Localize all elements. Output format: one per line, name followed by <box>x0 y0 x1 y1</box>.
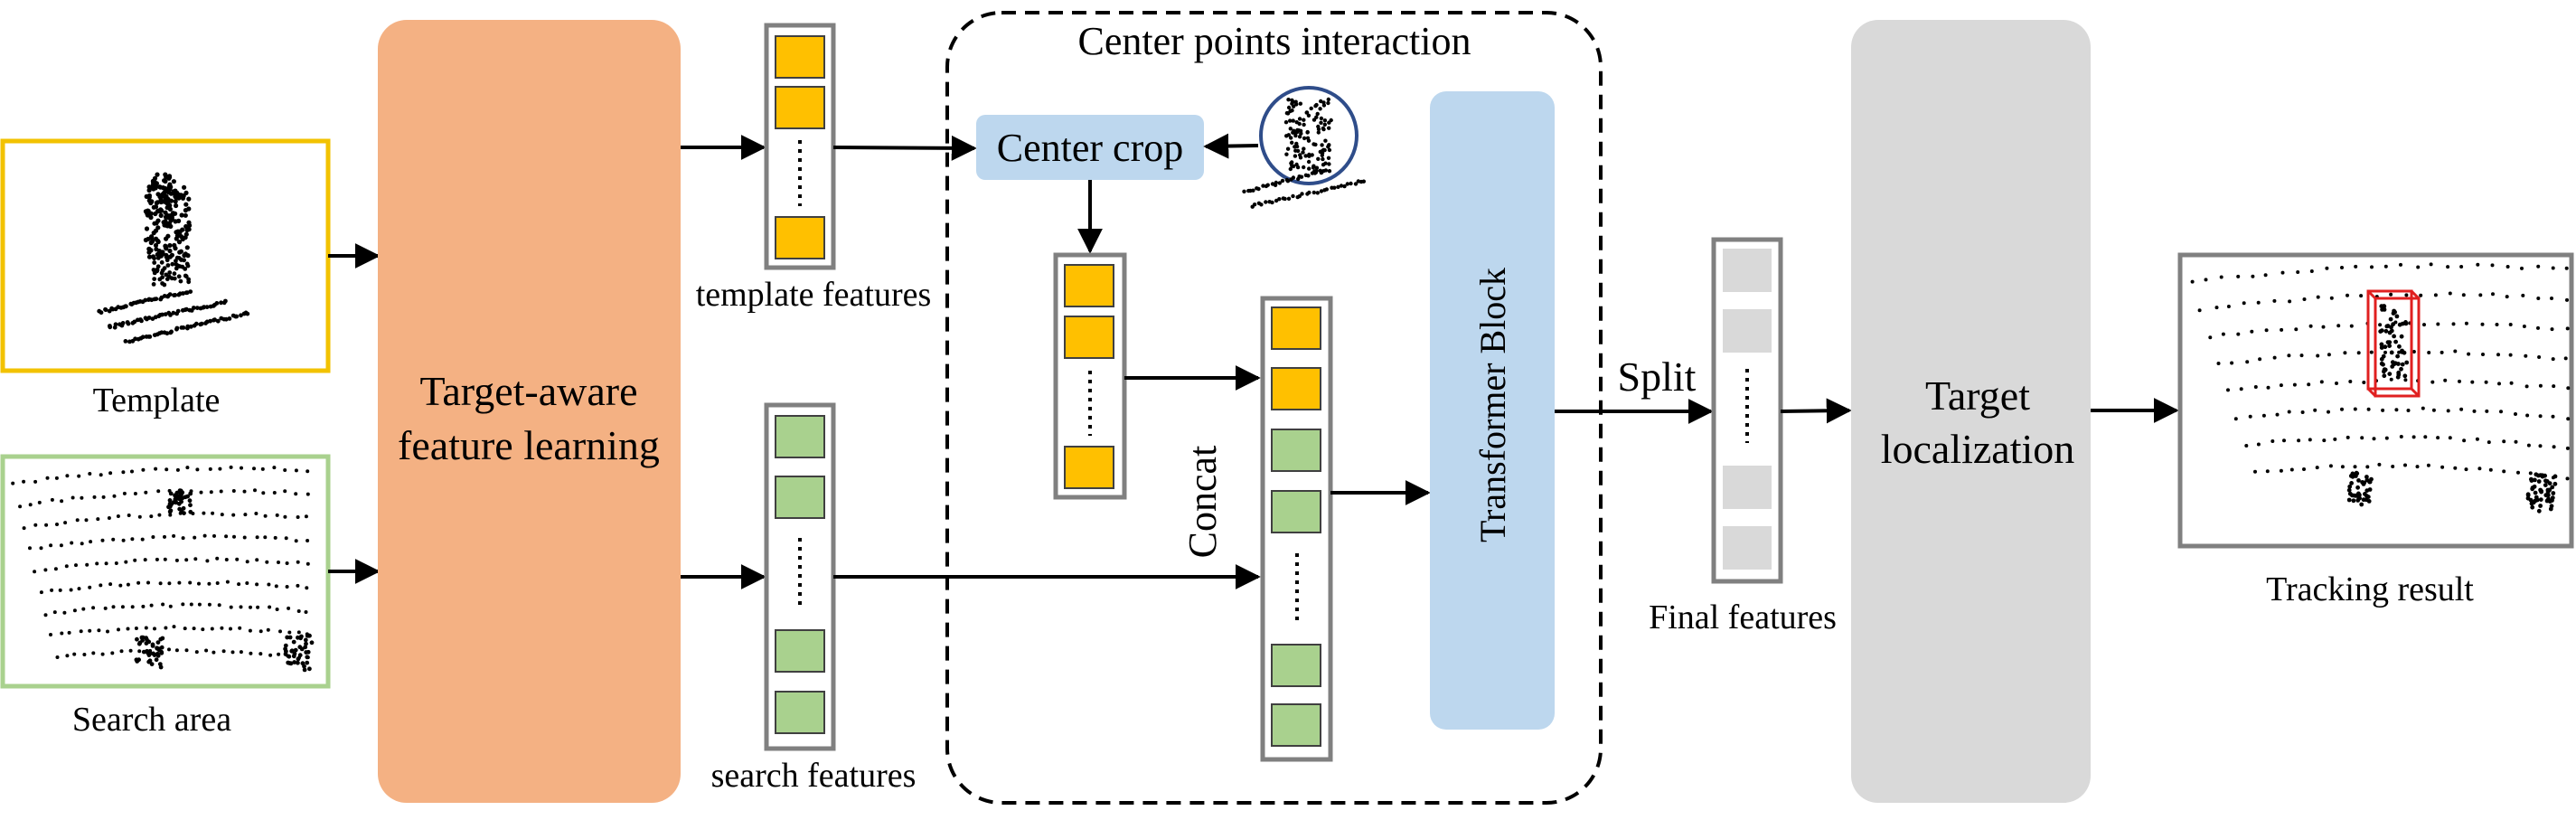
template-point-cloud <box>97 172 250 344</box>
template-feature-cell <box>775 216 825 259</box>
crop-circle <box>1259 86 1359 185</box>
template-panel <box>0 138 331 373</box>
concat-feature-cell <box>1271 306 1321 350</box>
bounding-box <box>2366 289 2421 398</box>
template-features-stack <box>764 23 836 270</box>
concat-features-stack <box>1260 296 1333 762</box>
final-feature-cell <box>1723 249 1772 292</box>
feature-learning-line2: feature learning <box>398 422 660 468</box>
template-feature-cell <box>775 86 825 129</box>
feature-learning-line1: Target-aware <box>419 368 637 414</box>
cropped-template-features-stack <box>1053 252 1127 500</box>
center-crop-block <box>976 115 1204 180</box>
target-localization-block <box>1851 20 2091 803</box>
cropped-point-cloud <box>1242 86 1367 209</box>
concat-feature-cell <box>1271 490 1321 533</box>
concat-feature-cell <box>1271 367 1321 410</box>
search-area-panel <box>0 454 331 689</box>
final-features-stack <box>1711 237 1783 584</box>
target-localization-line2: localization <box>1881 426 2075 472</box>
concat-feature-cell <box>1271 644 1321 687</box>
target-localization-line1: Target <box>1925 372 2030 419</box>
search-feature-cell <box>775 629 825 673</box>
center-points-title: Center points interaction <box>1078 19 1471 63</box>
final-feature-cell <box>1723 526 1772 570</box>
final-feature-cell <box>1723 466 1772 509</box>
center-crop-label: Center crop <box>997 126 1183 170</box>
search-feature-cell <box>775 691 825 734</box>
arrow-template-features-to-crop <box>832 135 977 161</box>
search-area-label: Search area <box>72 701 231 739</box>
final-features-label: Final features <box>1649 599 1837 636</box>
search-feature-cell <box>775 415 825 458</box>
transformer-block-label: Transformer Block <box>1472 268 1513 542</box>
cropped-feature-cell <box>1064 446 1114 489</box>
search-point-cloud <box>11 465 315 673</box>
concat-feature-cell <box>1271 429 1321 472</box>
crop-points <box>1242 97 1367 209</box>
tracking-result-label: Tracking result <box>2266 570 2474 608</box>
search-feature-cell <box>775 476 825 519</box>
result-point-cloud <box>2190 262 2571 514</box>
arrow-final-to-localization <box>1780 398 1852 424</box>
template-features-label: template features <box>696 276 932 314</box>
search-features-label: search features <box>711 757 917 795</box>
split-label: Split <box>1618 353 1697 400</box>
center-points-interaction-frame <box>945 11 1603 805</box>
tracking-result-panel <box>2177 252 2574 549</box>
cropped-feature-cell <box>1064 316 1114 359</box>
search-features-stack <box>764 402 836 751</box>
cropped-feature-cell <box>1064 264 1114 307</box>
template-feature-cell <box>775 35 825 79</box>
template-label: Template <box>93 382 221 419</box>
feature-learning-block <box>378 20 681 803</box>
concat-label: Concat <box>1180 446 1225 559</box>
final-feature-cell <box>1723 309 1772 353</box>
concat-feature-cell <box>1271 703 1321 747</box>
transformer-block <box>1430 91 1555 730</box>
